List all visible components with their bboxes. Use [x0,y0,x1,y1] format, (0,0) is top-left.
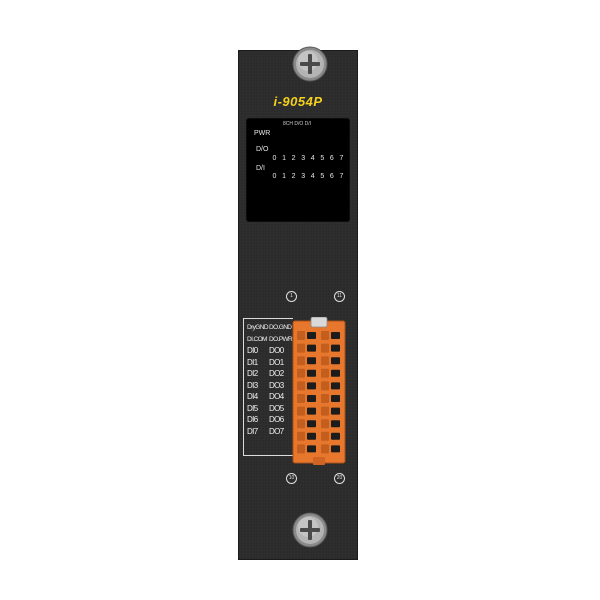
pin-label: DO4 [269,392,284,401]
pin-label: DryGND [247,324,269,331]
pin-label: DI0 [247,346,258,355]
terminal-pin-slot[interactable] [297,331,316,340]
pin-label: DI1 [247,357,258,367]
do-channel-5: 5 [320,155,325,162]
pin-label: DO7 [269,426,284,436]
pwr-label: PWR [254,130,271,137]
terminal-pin-slot[interactable] [297,356,316,366]
do-channel-6: 6 [329,155,334,162]
do-channel-4: 4 [310,155,315,162]
pin-labels-left: DryGND DI.COM DI0 DI1 DI2 DI3 DI4 DI5 DI… [247,322,269,437]
do-channel-7: 7 [339,155,344,162]
terminal-pin-slot[interactable] [297,419,316,429]
terminal-pin-slot[interactable] [321,368,340,378]
terminal-pin-slot[interactable] [297,431,316,441]
di-channel-numbers: 0 1 2 3 4 5 6 7 [270,173,346,180]
di-channel-6: 6 [329,173,334,180]
pin-label-bracket [243,318,293,456]
terminal-pin-slot[interactable] [321,431,340,441]
pin-label: DO.GND [269,324,292,331]
pin-label: DO2 [269,369,284,378]
terminal-block-connector[interactable] [291,317,347,467]
terminal-pin-slot[interactable] [297,394,316,403]
do-channel-2: 2 [291,155,296,162]
terminal-pin-slot[interactable] [321,331,340,340]
pin-11-marker: 11 [334,291,345,302]
di-label: D/I [256,165,265,172]
pin-label: DO.PWR [269,335,293,343]
terminal-pin-slot[interactable] [297,368,316,378]
do-channel-1: 1 [282,155,287,162]
di-channel-7: 7 [339,173,344,180]
pin-1-marker: 1 [286,291,297,302]
do-label: D/O [256,146,269,153]
terminal-pin-slot[interactable] [321,356,340,366]
pin-20-marker: 20 [334,473,345,484]
led-panel-title: 8CH D/O D/I [283,121,312,127]
terminal-pin-slot[interactable] [297,381,316,391]
di-channel-1: 1 [282,173,287,180]
bottom-screw-icon[interactable] [292,512,328,548]
pin-label: DI3 [247,380,258,390]
terminal-pin-slot[interactable] [321,394,340,403]
do-channel-3: 3 [301,155,306,162]
pin-label: DO5 [269,403,284,413]
led-indicator-window [246,118,350,222]
terminal-pin-slot[interactable] [321,343,340,353]
terminal-pin-slot[interactable] [297,343,316,353]
pin-label: DI4 [247,392,258,401]
top-screw-icon[interactable] [292,46,328,82]
pin-label: DO3 [269,380,284,390]
terminal-pin-slot[interactable] [321,406,340,416]
model-label: i-9054P [273,94,323,109]
pin-label: DI5 [247,403,258,413]
terminal-pin-slot[interactable] [297,444,316,454]
terminal-pin-slot[interactable] [321,444,340,454]
do-channel-0: 0 [272,155,277,162]
pin-label: DI.COM [247,335,267,343]
di-channel-0: 0 [272,173,277,180]
pin-label: DO1 [269,357,284,367]
pin-label: DO0 [269,346,284,355]
pin-label: DI2 [247,369,258,378]
pin-label: DI7 [247,426,258,436]
di-channel-5: 5 [320,173,325,180]
do-channel-numbers: 0 1 2 3 4 5 6 7 [270,155,346,162]
terminal-pin-slot[interactable] [297,406,316,416]
terminal-pin-slot[interactable] [321,381,340,391]
di-channel-3: 3 [301,173,306,180]
pin-label: DI6 [247,415,258,424]
terminal-pin-slot[interactable] [321,419,340,429]
pin-10-marker: 10 [286,473,297,484]
pin-labels-right: DO.GND DO.PWR DO0 DO1 DO2 DO3 DO4 DO5 DO… [269,322,293,437]
di-channel-4: 4 [310,173,315,180]
pin-label: DO6 [269,415,284,424]
di-channel-2: 2 [291,173,296,180]
